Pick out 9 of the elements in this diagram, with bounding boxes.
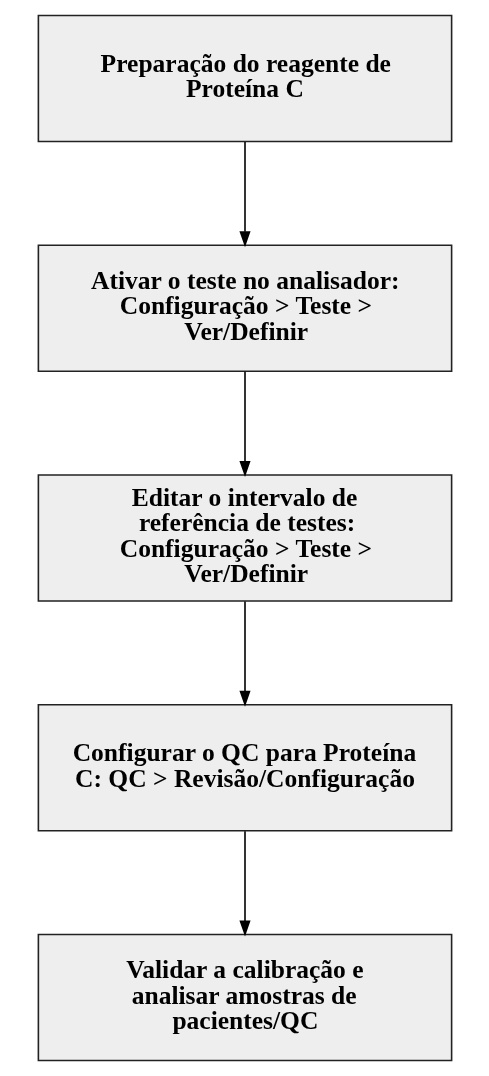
arrow — [238, 830, 251, 937]
node-box: Preparação do reagente de Proteína C — [37, 14, 452, 143]
arrow — [238, 370, 251, 477]
arrow — [238, 600, 251, 707]
arrow — [238, 141, 251, 248]
node-box: Validar a calibração e analisar amostras de pacientes/QC — [37, 933, 452, 1062]
node-box: Configurar o QC para Proteína C: QC > Revisão/Configuração — [37, 703, 452, 832]
node-box: Ativar o teste no analisador: Configuração > Teste > Ver/Definir — [37, 244, 452, 373]
node-box: Editar o intervalo de referência de testes: Configuração > Teste > Ver/Definir — [37, 474, 452, 602]
